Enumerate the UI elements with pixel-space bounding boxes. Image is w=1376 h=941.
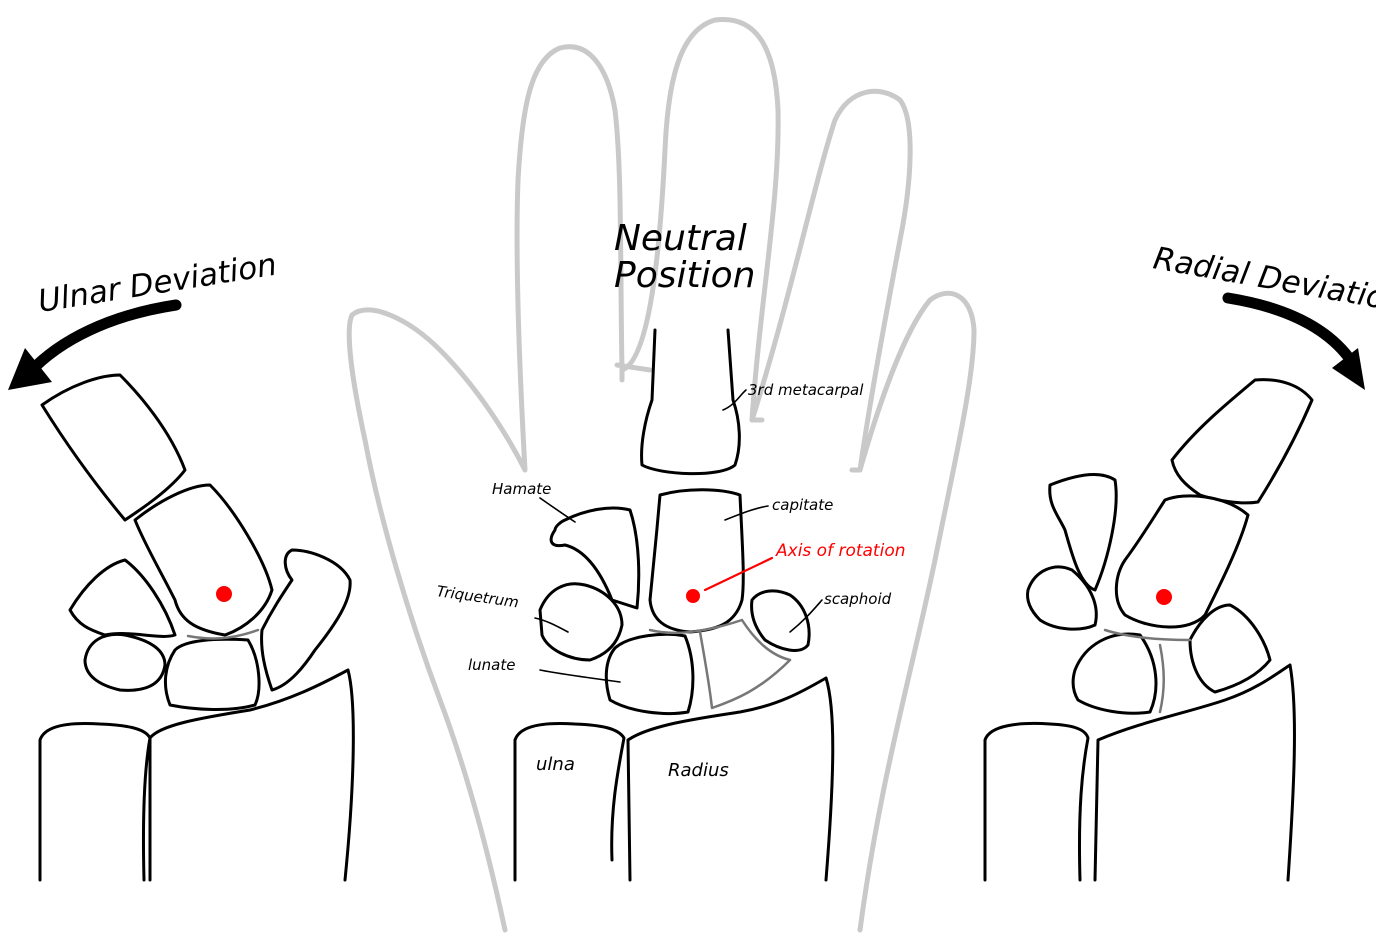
- capitate-label: capitate: [772, 496, 833, 514]
- capitate-bone: [650, 490, 743, 632]
- finger-gap-left: [617, 365, 650, 380]
- neutral-title-line2: Position: [614, 255, 755, 296]
- radial-lunate: [1073, 634, 1156, 713]
- axis-of-rotation-label: Axis of rotation: [775, 541, 906, 561]
- ulnar-deviation-view: Ulnar Deviation: [8, 247, 353, 880]
- radial-axis-marker: [1156, 589, 1172, 605]
- ulnar-axis-marker: [216, 586, 232, 602]
- ulnar-lunate: [165, 639, 259, 709]
- ulnar-ulna: [40, 723, 150, 880]
- ulnar-triquetrum: [85, 634, 165, 690]
- finger-gap-right: [752, 420, 860, 470]
- metacarpal-bone: [642, 330, 740, 474]
- lunate-label: lunate: [468, 656, 515, 674]
- neutral-position-view: Neutral Position 3rd metacarpal capitate…: [435, 218, 905, 880]
- neutral-title-line1: Neutral: [614, 218, 747, 259]
- scaphoid-label: scaphoid: [824, 590, 892, 608]
- ulnar-scaphoid: [262, 550, 351, 690]
- ulnar-metacarpal: [42, 375, 185, 520]
- hamate-label: Hamate: [492, 480, 551, 498]
- neutral-axis-marker: [686, 589, 700, 603]
- radial-ulna: [985, 723, 1088, 880]
- radial-metacarpal: [1172, 380, 1312, 503]
- radius-label: Radius: [668, 760, 729, 781]
- radial-deviation-view: Radial Deviation: [985, 240, 1376, 880]
- hamate-leader: [540, 498, 575, 522]
- lunate-bone: [606, 634, 693, 713]
- metacarpal-label: 3rd metacarpal: [748, 381, 864, 399]
- triquetrum-label: Triquetrum: [435, 582, 519, 611]
- ulna-label: ulna: [536, 754, 575, 775]
- ulna-bone: [515, 723, 624, 880]
